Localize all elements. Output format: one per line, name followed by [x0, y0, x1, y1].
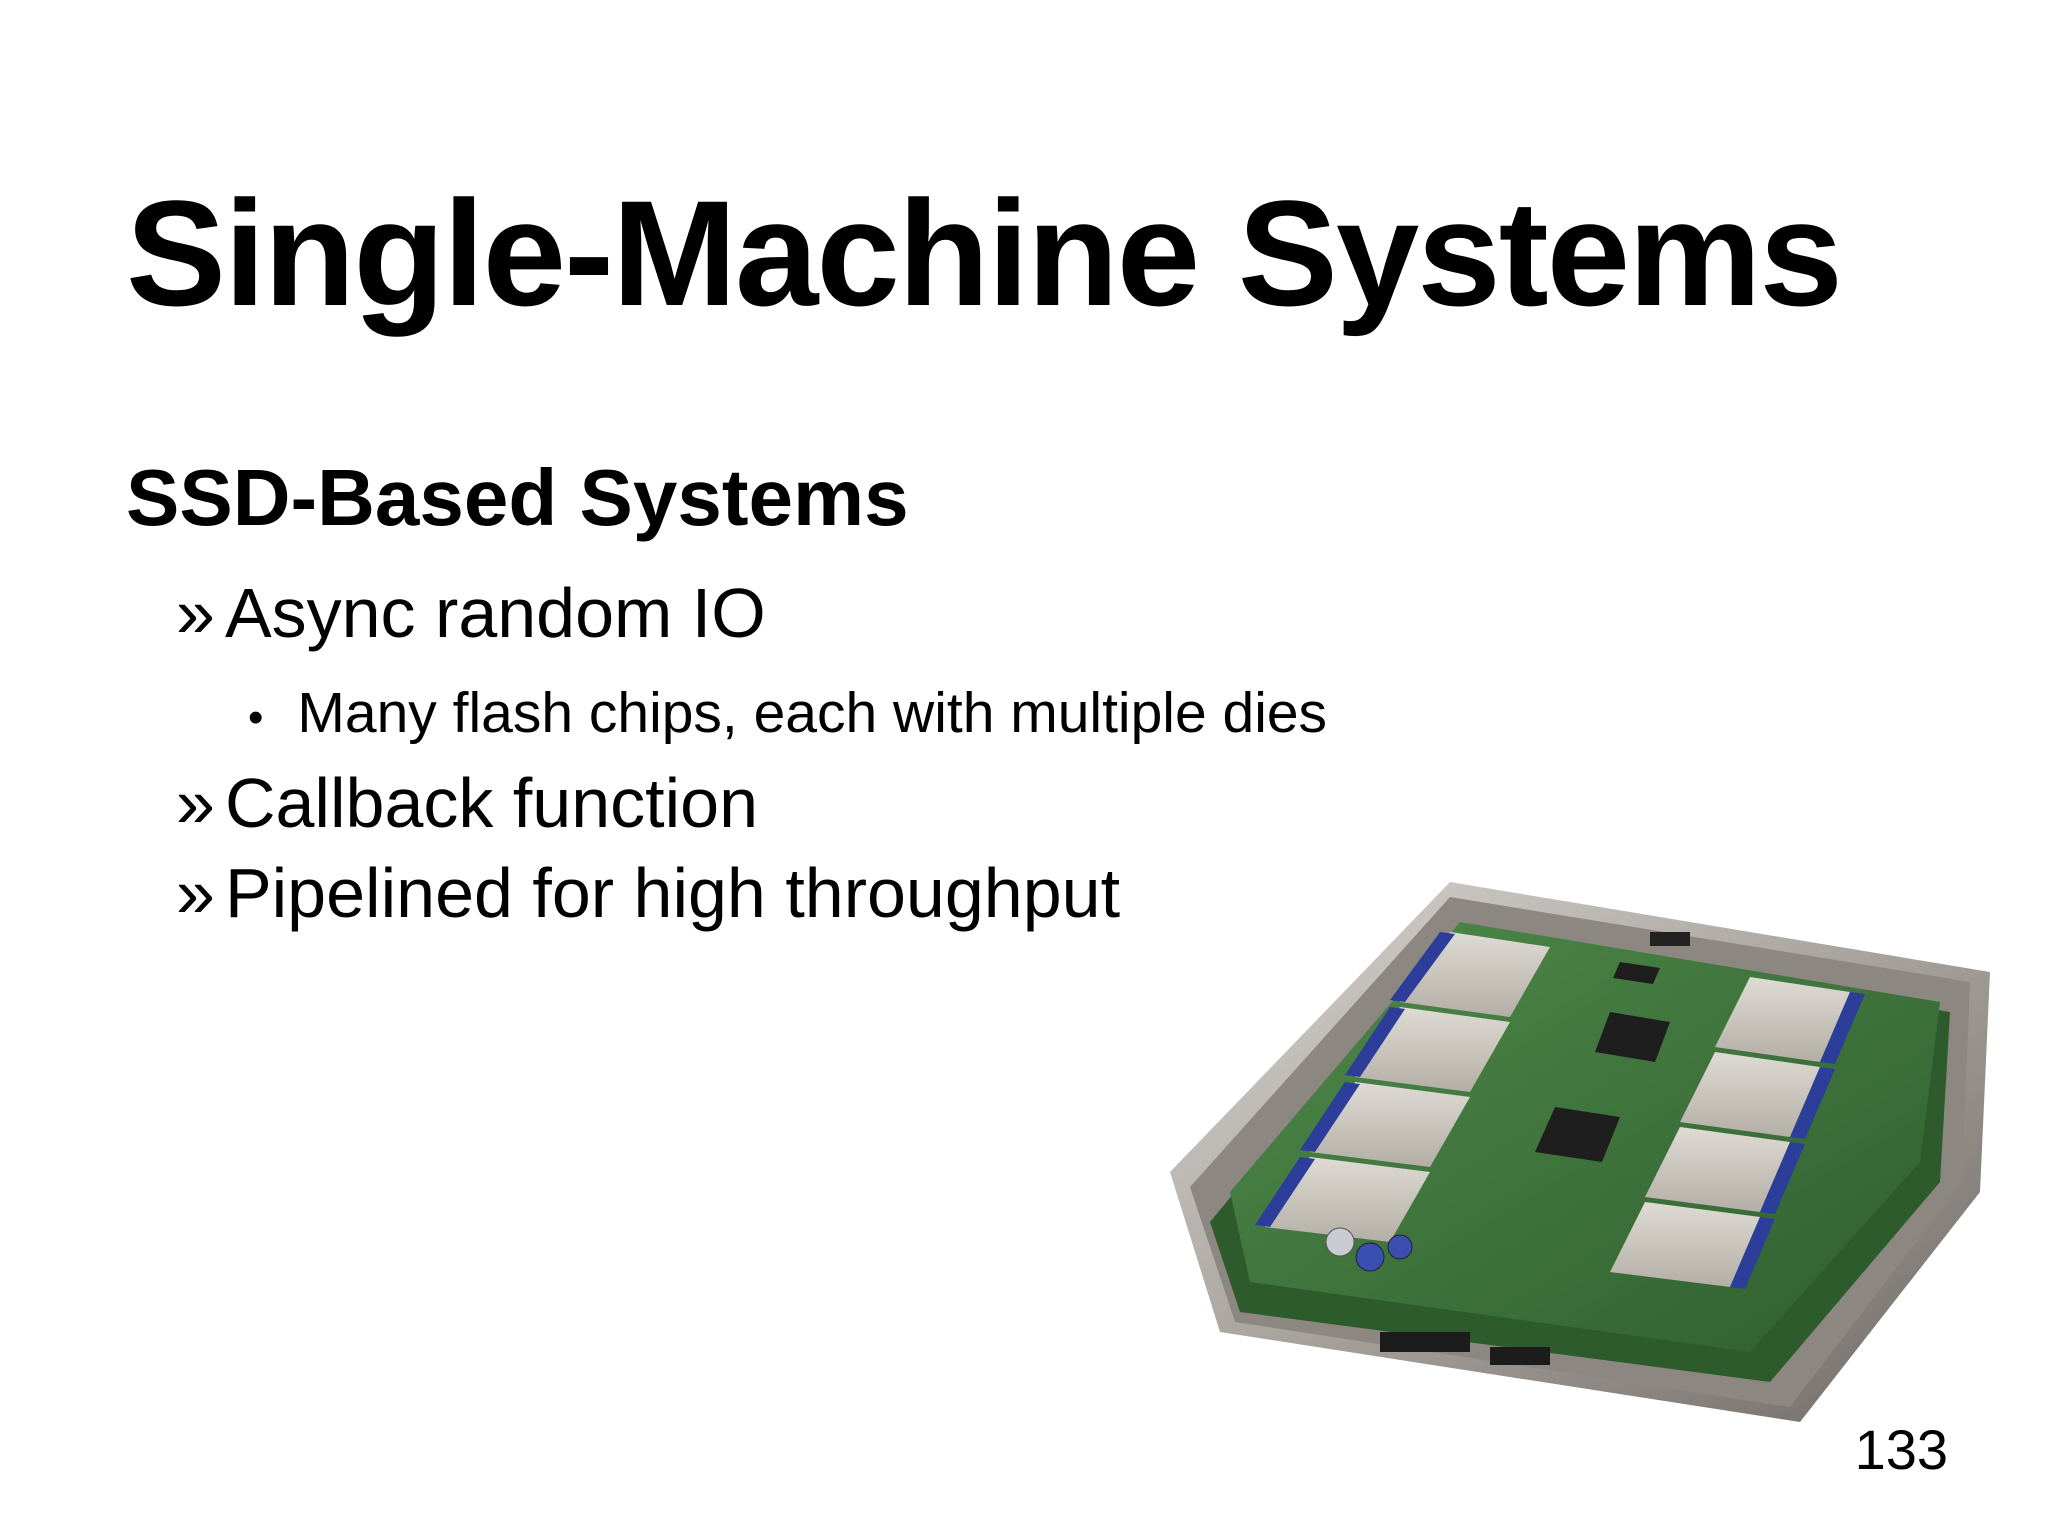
slide-subheading: SSD-Based Systems: [126, 453, 909, 542]
bullet-text: Callback function: [224, 764, 759, 842]
sub-bullet-text: Many flash chips, each with multiple die…: [297, 681, 1328, 745]
page-number: 133: [1854, 1418, 1948, 1481]
bullet-marker: »: [176, 574, 215, 652]
ssd-board-image: [1170, 882, 1990, 1422]
slide-title: Single-Machine Systems: [126, 169, 1843, 337]
bullet-item: » Callback function: [176, 768, 758, 838]
sub-bullet-marker: •: [248, 693, 264, 742]
sub-bullet-item: • Many flash chips, each with multiple d…: [248, 685, 1327, 742]
bullet-marker: »: [176, 764, 215, 842]
bullet-marker: »: [176, 854, 215, 932]
bullet-item: » Async random IO: [176, 578, 766, 648]
bullet-item: » Pipelined for high throughput: [176, 858, 1120, 928]
bullet-text: Async random IO: [224, 574, 766, 652]
bullet-text: Pipelined for high throughput: [224, 854, 1121, 932]
